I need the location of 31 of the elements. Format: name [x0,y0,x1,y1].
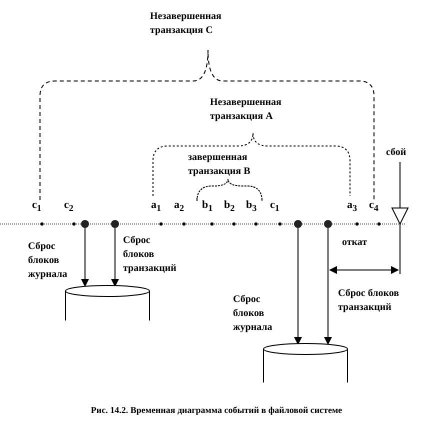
dimension-label: откат [342,236,368,250]
event-label: b$_{2}$ [224,198,235,216]
edge-label: Сброс блоков транзакций [123,234,178,276]
brace-label: Незавершенная транзакция C [150,10,222,38]
event-label: c$_{1}$ [32,198,42,216]
event-dot [294,220,302,228]
event-label: c$_{4}$ [369,198,378,216]
disk-cylinder [65,285,150,321]
event-label: b$_{1}$ [202,198,213,216]
failure-arrow [392,162,408,224]
brace-label: завершенная транзакция B [188,151,252,179]
event-label: c$_{1}$ [270,198,280,216]
arrow [111,228,119,287]
event-dot [111,220,119,228]
event-label: a$_{3}$ [347,198,358,216]
arrow [294,228,302,345]
event-dot [324,220,332,228]
event-label: c$_{2}$ [64,198,74,216]
event-dot [81,220,89,228]
edge-label: Сброс блоков транзакций [338,287,400,315]
arrow [81,228,89,287]
brace-label: Незавершенная транзакция A [210,96,282,124]
edge-label: Сброс блоков журнала [28,240,68,282]
event-label: a$_{1}$ [151,198,162,216]
figure-caption: Рис. 14.2. Временная диаграмма событий в файловой системе [90,404,344,417]
event-label: a$_{2}$ [174,198,184,216]
arrow [324,228,332,345]
failure-label: сбой [386,146,406,160]
edge-label: Сброс блоков журнала [233,293,274,335]
disk-cylinder [263,343,348,383]
event-label: b$_{3}$ [246,198,257,216]
